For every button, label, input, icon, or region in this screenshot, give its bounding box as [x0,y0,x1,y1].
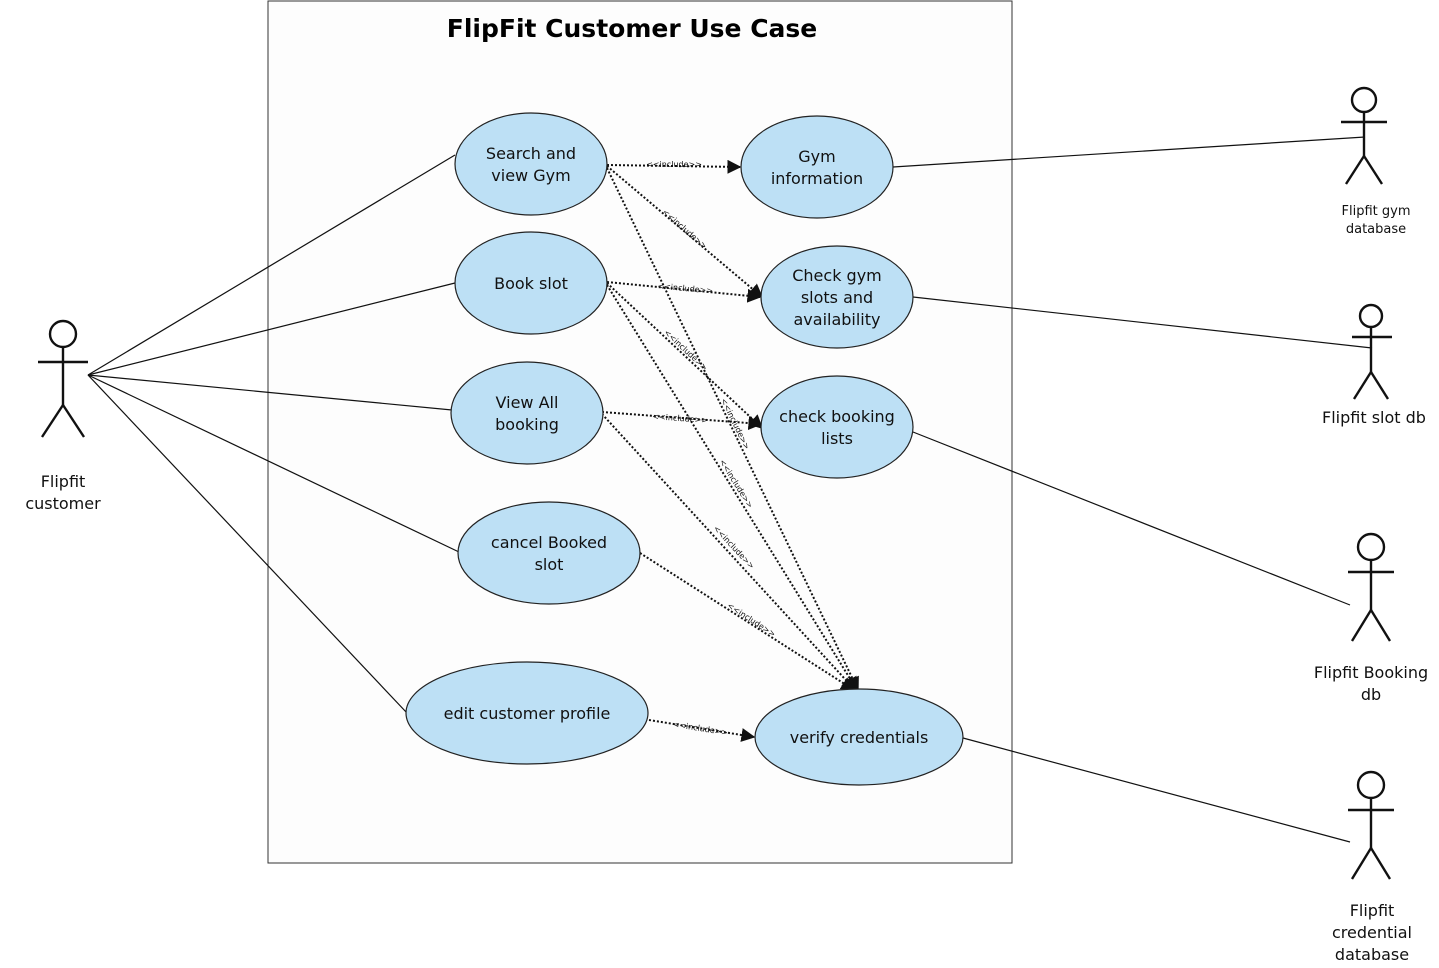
use-case-label: Check gym [792,266,882,285]
use-case-label: booking [495,415,559,434]
use-case-label: check booking [779,407,895,426]
actor-label: Flipfit [1350,901,1395,920]
use-case-book-slot[interactable]: Book slot [454,231,608,335]
actor-label: Flipfit Booking [1314,663,1428,682]
assoc-verify-credentialdb [962,737,1351,843]
actor-label: database [1346,222,1406,237]
stick-figure-icon [1352,303,1392,400]
use-case-label: information [771,169,863,188]
actor-flipfit-customer[interactable]: Flipfit customer [25,319,101,513]
include-book-bookinglists [606,282,764,429]
stick-figure-icon [38,319,88,438]
use-case-view-all-booking[interactable]: View All booking [450,361,604,465]
include-book-verify [606,284,858,692]
assoc-customer-book [87,282,456,376]
use-case-label: availability [793,310,880,329]
customer-associations [87,154,460,714]
use-case-label: view Gym [491,166,570,185]
use-case-search-view-gym[interactable]: Search and view Gym [454,112,608,216]
assoc-customer-edit [87,374,408,714]
include-label: <<include>> [646,160,702,169]
assoc-bookinglists-bookingdb [912,431,1351,606]
include-view-bookinglists [601,411,763,431]
actor-label: Flipfit slot db [1322,408,1426,427]
assoc-gyminfo-gymdb [892,136,1366,168]
include-search-verify [606,167,859,692]
actor-flipfit-slot-db[interactable]: Flipfit slot db [1322,303,1426,427]
use-case-label: slots and [801,288,873,307]
use-case-label: Search and [486,144,576,163]
use-case-check-booking-lists[interactable]: check booking lists [760,375,914,479]
assoc-customer-view [87,374,453,411]
use-case-cancel-booked-slot[interactable]: cancel Booked slot [457,501,641,605]
diagram-title: FlipFit Customer Use Case [447,14,818,43]
actor-label: customer [25,494,101,513]
use-case-label: cancel Booked [491,533,607,552]
use-case-gym-information[interactable]: Gym information [740,115,894,219]
actor-label: db [1361,685,1381,704]
use-case-label: lists [821,429,853,448]
use-case-label: verify credentials [790,728,929,747]
use-case-label: View All [496,393,559,412]
actor-flipfit-credential-database[interactable]: Flipfit credential database [1332,770,1412,964]
stick-figure-icon [1341,86,1387,185]
assoc-customer-cancel [87,374,460,553]
include-relationships [601,159,859,742]
include-label: <<include>> [652,412,708,425]
stick-figure-icon [1348,770,1394,880]
include-book-checkslots [606,281,762,303]
actor-flipfit-booking-db[interactable]: Flipfit Booking db [1314,532,1428,704]
actor-label: credential [1332,923,1412,942]
use-case-edit-customer-profile[interactable]: edit customer profile [405,661,649,765]
database-associations [892,136,1373,843]
actor-label: Flipfit [41,472,86,491]
actor-label: Flipfit gym [1342,204,1411,219]
include-edit-verify [648,719,756,742]
use-case-label: Gym [798,147,835,166]
stick-figure-icon [1348,532,1394,642]
use-case-check-gym-slots[interactable]: Check gym slots and availability [760,245,914,349]
actor-label: database [1335,945,1409,964]
include-view-verify [601,413,856,692]
assoc-slots-slotdb [912,296,1373,349]
assoc-customer-search [87,154,456,376]
use-case-label: edit customer profile [444,704,611,723]
actor-flipfit-gym-database[interactable]: Flipfit gym database [1341,86,1411,237]
use-case-verify-credentials[interactable]: verify credentials [754,688,964,786]
include-search-checkslots [606,165,764,298]
use-case-label: Book slot [494,274,568,293]
use-case-label: slot [535,555,564,574]
